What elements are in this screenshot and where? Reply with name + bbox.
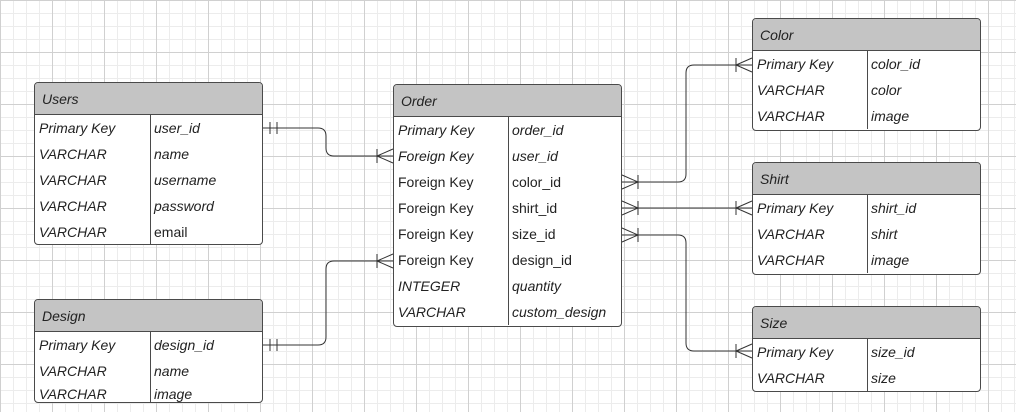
field-name: size_id: [871, 344, 915, 360]
field-name: order_id: [512, 122, 564, 138]
field-name: design_id: [512, 252, 572, 268]
field-name: size: [871, 370, 896, 386]
field-type: VARCHAR: [39, 198, 107, 214]
field-type: Primary Key: [757, 56, 834, 72]
field-row[interactable]: Foreign Key user_id: [394, 143, 621, 169]
entity-title[interactable]: Order: [394, 85, 621, 117]
field-row[interactable]: VARCHAR email: [35, 219, 262, 244]
field-name: email: [154, 224, 188, 240]
crowfoot-marker: [621, 174, 640, 190]
crowfoot-marker: [621, 227, 640, 243]
field-name: shirt: [871, 226, 898, 242]
field-row[interactable]: Primary Key design_id: [35, 332, 262, 358]
entity-users[interactable]: Users Primary Key user_id VARCHAR name VAR…: [34, 82, 263, 245]
field-type: Foreign Key: [398, 148, 474, 164]
field-row[interactable]: VARCHAR image: [753, 103, 980, 129]
field-row[interactable]: Primary Key user_id: [35, 115, 262, 141]
field-type: VARCHAR: [39, 224, 107, 240]
field-name: shirt_id: [512, 200, 558, 216]
crowfoot-marker: [621, 200, 640, 216]
field-type: VARCHAR: [757, 82, 825, 98]
field-row[interactable]: Foreign Key design_id: [394, 247, 621, 273]
connector-order-color[interactable]: [622, 64, 752, 183]
field-name: image: [871, 108, 910, 124]
field-type: Primary Key: [757, 200, 834, 216]
field-row[interactable]: VARCHAR username: [35, 167, 262, 193]
field-row[interactable]: Foreign Key color_id: [394, 169, 621, 195]
entity-title[interactable]: Users: [35, 83, 262, 115]
field-row[interactable]: VARCHAR image: [753, 247, 980, 273]
entity-title[interactable]: Design: [35, 300, 262, 332]
entity-order[interactable]: Order Primary Key order_id Foreign Key use…: [393, 84, 622, 327]
field-name: color_id: [871, 56, 921, 72]
field-type: VARCHAR: [398, 304, 466, 320]
field-row[interactable]: Foreign Key shirt_id: [394, 195, 621, 221]
field-row[interactable]: VARCHAR password: [35, 193, 262, 219]
field-name: name: [154, 146, 190, 162]
field-type: Primary Key: [39, 120, 116, 136]
field-type: Foreign Key: [398, 200, 474, 216]
field-name: quantity: [512, 278, 562, 294]
field-type: VARCHAR: [757, 226, 825, 242]
connector-users-order[interactable]: [263, 127, 393, 157]
field-type: Foreign Key: [398, 252, 474, 268]
entity-title[interactable]: Color: [753, 19, 980, 51]
field-row[interactable]: VARCHAR name: [35, 141, 262, 167]
field-row[interactable]: INTEGER quantity: [394, 273, 621, 299]
field-name: name: [154, 363, 190, 379]
field-row[interactable]: VARCHAR color: [753, 77, 980, 103]
field-name: design_id: [154, 337, 214, 353]
crowfoot-marker: [734, 343, 753, 359]
one-and-only-one-marker: [269, 122, 278, 134]
field-row[interactable]: Primary Key color_id: [753, 51, 980, 77]
field-type: Foreign Key: [398, 226, 474, 242]
field-type: VARCHAR: [757, 252, 825, 268]
field-name: shirt_id: [871, 200, 917, 216]
entity-size[interactable]: Size Primary Key size_id VARCHAR size: [752, 306, 981, 392]
field-row[interactable]: VARCHAR shirt: [753, 221, 980, 247]
field-type: VARCHAR: [39, 172, 107, 188]
field-name: user_id: [154, 120, 200, 136]
field-type: Foreign Key: [398, 174, 474, 190]
field-type: VARCHAR: [39, 146, 107, 162]
field-row[interactable]: VARCHAR custom_design: [394, 299, 621, 325]
field-row[interactable]: Primary Key shirt_id: [753, 195, 980, 221]
crowfoot-marker: [734, 200, 753, 216]
field-type: Primary Key: [398, 122, 475, 138]
field-name: image: [154, 386, 193, 402]
field-type: VARCHAR: [39, 386, 107, 402]
entity-shirt[interactable]: Shirt Primary Key shirt_id VARCHAR shirt V…: [752, 162, 981, 275]
field-name: custom_design: [512, 304, 607, 320]
field-name: color_id: [512, 174, 562, 190]
crowfoot-marker: [375, 148, 394, 164]
field-name: username: [154, 172, 217, 188]
entity-title[interactable]: Shirt: [753, 163, 980, 195]
connector-order-size[interactable]: [622, 234, 752, 352]
field-type: INTEGER: [398, 278, 461, 294]
field-name: image: [871, 252, 910, 268]
field-row[interactable]: Primary Key size_id: [753, 339, 980, 365]
field-row[interactable]: VARCHAR image: [35, 384, 262, 402]
entity-color[interactable]: Color Primary Key color_id VARCHAR color V…: [752, 18, 981, 131]
connector-design-order[interactable]: [263, 260, 393, 346]
field-type: VARCHAR: [757, 370, 825, 386]
field-type: Primary Key: [39, 337, 116, 353]
field-name: password: [154, 198, 214, 214]
field-name: size_id: [512, 226, 556, 242]
field-row[interactable]: VARCHAR name: [35, 358, 262, 384]
field-name: color: [871, 82, 902, 98]
field-row[interactable]: VARCHAR size: [753, 365, 980, 391]
field-type: VARCHAR: [757, 108, 825, 124]
one-and-only-one-marker: [269, 339, 278, 351]
field-type: VARCHAR: [39, 363, 107, 379]
field-name: user_id: [512, 148, 558, 164]
crowfoot-marker: [375, 253, 394, 269]
field-type: Primary Key: [757, 344, 834, 360]
entity-title[interactable]: Size: [753, 307, 980, 339]
field-row[interactable]: Foreign Key size_id: [394, 221, 621, 247]
field-row[interactable]: Primary Key order_id: [394, 117, 621, 143]
crowfoot-marker: [734, 57, 753, 73]
